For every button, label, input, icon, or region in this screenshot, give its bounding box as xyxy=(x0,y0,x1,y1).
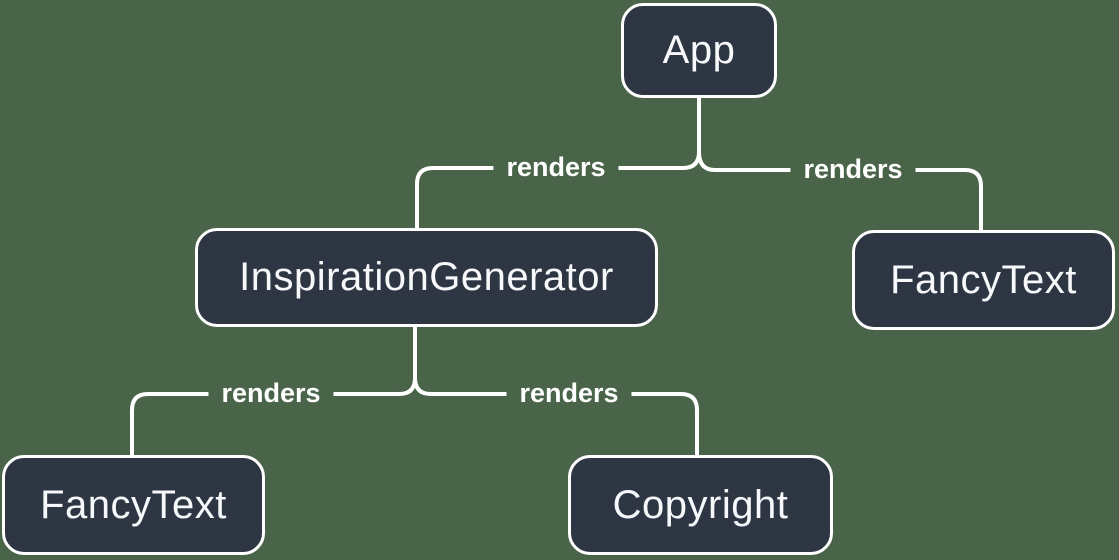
node-app: App xyxy=(621,3,777,98)
node-copyright: Copyright xyxy=(568,455,833,555)
node-fancy-text-bottom: FancyText xyxy=(2,455,265,555)
node-fancy-text-top: FancyText xyxy=(852,230,1115,330)
edge-label-renders-app-fancy-text: renders xyxy=(790,153,916,187)
edge-label-renders-inspiration-generator-fancy-text: renders xyxy=(208,377,334,411)
node-inspiration-generator: InspirationGenerator xyxy=(195,228,658,327)
edge-label-renders-app-inspiration-generator: renders xyxy=(493,151,619,185)
edge-label-renders-inspiration-generator-copyright: renders xyxy=(506,377,632,411)
